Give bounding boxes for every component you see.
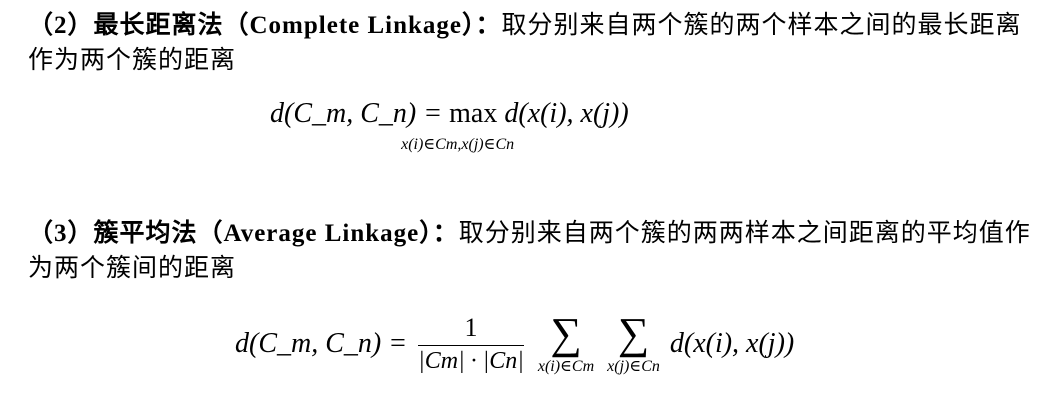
formula-rhs: d(x(i), x(j)) (669, 328, 795, 359)
fraction: 1 |Cm| · |Cn| (418, 313, 524, 375)
section-heading: （3）簇平均法（Average Linkage）： (28, 220, 459, 247)
formula-rhs: d(x(i), x(j)) (504, 98, 629, 129)
section-average-linkage: （3）簇平均法（Average Linkage）：取分别来自两个簇的两两样本之间… (28, 216, 1038, 285)
fraction-numerator: 1 (418, 313, 524, 346)
max-label: max (449, 98, 498, 129)
max-subscript: x(i)∈Cm,x(j)∈Cn (401, 136, 515, 153)
section-complete-linkage: （2）最长距离法（Complete Linkage）：取分别来自两个簇的两个样本… (28, 8, 1038, 77)
section-heading: （2）最长距离法（Complete Linkage）： (28, 12, 502, 39)
sum-subscript-i: x(i)∈Cm (537, 358, 595, 375)
formula-lhs: d(C_m, C_n) = (235, 328, 408, 359)
formula-average-linkage: d(C_m, C_n) = 1 |Cm| · |Cn| ∑x(i)∈Cm ∑x(… (235, 312, 794, 376)
sum-operator-i: ∑x(i)∈Cm (538, 312, 594, 376)
formula-complete-linkage: d(C_m, C_n) = max x(i)∈Cm,x(j)∈Cn d(x(i),… (270, 98, 629, 153)
section-text: 取分别来自两个簇的两个样本之间的最长距离作为两个簇的距离 (28, 10, 1022, 74)
fraction-denominator: |Cm| · |Cn| (418, 348, 524, 374)
sum-subscript-j: x(j)∈Cn (607, 358, 660, 375)
max-operator: max x(i)∈Cm,x(j)∈Cn (401, 98, 514, 153)
formula-lhs: d(C_m, C_n) = (270, 98, 443, 129)
sigma-symbol: ∑ (617, 309, 650, 358)
sigma-symbol: ∑ (550, 309, 582, 358)
section-text: 取分别来自两个簇的两两样本之间距离的平均值作为两个簇间的距离 (28, 218, 1031, 282)
sum-operator-j: ∑x(j)∈Cn (607, 312, 660, 376)
